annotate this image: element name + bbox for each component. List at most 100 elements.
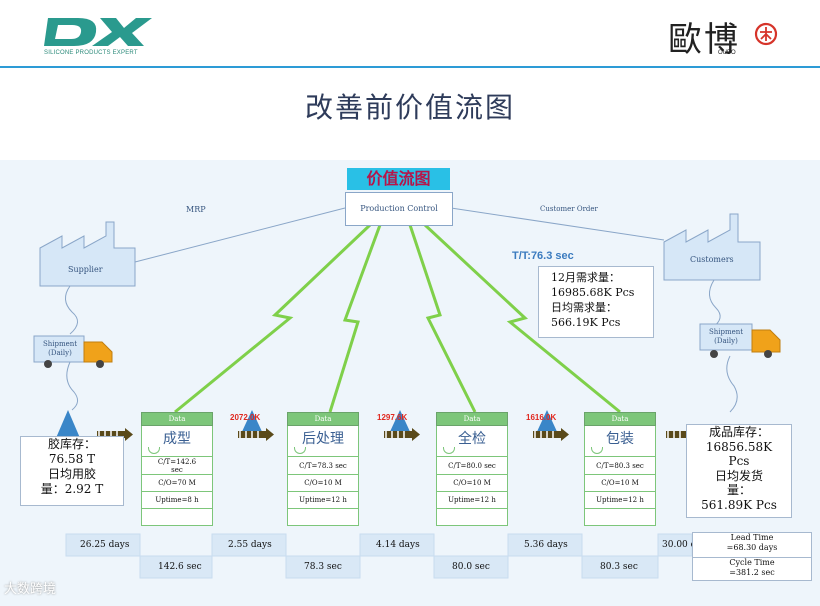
watermark-text: 大数跨境	[4, 582, 57, 597]
mrp-label: MRP	[186, 205, 206, 214]
supplier-label: Supplier	[68, 265, 103, 274]
lead-time-box: Lead Time =68.30 days	[692, 532, 812, 558]
timeline-secs: 80.3 sec	[600, 562, 638, 572]
page-title: 改善前价值流图	[304, 91, 515, 124]
mrp-line	[134, 207, 346, 263]
timeline-days: 4.14 days	[376, 540, 420, 550]
process-name: 后处理	[287, 426, 359, 457]
demand-line: 16985.68K Pcs	[551, 286, 635, 299]
fg-stock-line: 561.89K Pcs	[701, 497, 777, 512]
process-data-table: C/T=80.0 sec C/O=10 M Uptime=12 h	[436, 457, 508, 526]
oubo-logo-text: 歐博	[668, 20, 740, 60]
inventory-triangle-2	[388, 410, 412, 436]
timeline-ladder	[65, 533, 693, 579]
process-name: 包装	[584, 426, 656, 457]
left-shipment-label: Shipment (Daily)	[42, 340, 78, 357]
fg-stock-line: Pcs	[728, 454, 750, 469]
timeline-days: 26.25 days	[80, 540, 130, 550]
raw-stock-line: 日均用胶	[47, 467, 96, 481]
raw-stock-line: 胶库存：	[47, 437, 96, 451]
supplier-factory-icon	[39, 221, 136, 287]
process-changeover: C/O=10 M	[437, 475, 507, 492]
right-shipment-label: Shipment (Daily)	[708, 328, 744, 345]
oubo-seal-icon	[754, 22, 778, 46]
process-blank-row	[585, 509, 655, 525]
left-truck-wheel	[96, 360, 104, 368]
process-uptime: Uptime=12 h	[437, 492, 507, 509]
process-cycle-time: C/T=142.6 sec	[142, 457, 212, 475]
process-uptime: Uptime=12 h	[585, 492, 655, 509]
shipment-inventory-link	[66, 361, 78, 411]
production-control-box: Production Control	[345, 192, 453, 226]
fg-stock-line: 量：	[726, 483, 751, 498]
process-cycle-time: C/T=78.3 sec	[288, 457, 358, 475]
supplier-shipment-link	[65, 285, 78, 335]
right-truck-body	[699, 323, 753, 351]
customer-order-line	[450, 207, 665, 241]
operator-icon	[591, 447, 603, 454]
left-truck-cab	[83, 341, 113, 363]
inventory-triangle-3	[535, 410, 559, 436]
push-arrow-1	[174, 223, 372, 414]
fg-stock-line: 日均发货	[714, 468, 763, 483]
process-name-text: 成型	[163, 431, 191, 447]
inventory-value-2: 1297.6K	[377, 413, 408, 422]
process-cycle-time: C/T=80.3 sec	[585, 457, 655, 475]
process-blank-row	[437, 509, 507, 525]
process-data-header: Data	[141, 412, 213, 426]
operator-icon	[443, 447, 455, 454]
push-striped-arrows	[97, 428, 698, 441]
oubo-logo: 歐博 OUBO	[660, 10, 810, 60]
process-data-header: Data	[287, 412, 359, 426]
process-box-molding: Data 成型 C/T=142.6 sec C/O=70 M Uptime=8 …	[141, 412, 213, 526]
process-blank-row	[142, 509, 212, 525]
timeline-days: 30.00 days	[662, 540, 712, 550]
process-blank-row	[288, 509, 358, 525]
process-data-table: C/T=142.6 sec C/O=70 M Uptime=8 h	[141, 457, 213, 526]
process-uptime: Uptime=8 h	[142, 492, 212, 509]
timeline-secs: 80.0 sec	[452, 562, 490, 572]
operator-icon	[294, 447, 306, 454]
process-changeover: C/O=70 M	[142, 475, 212, 492]
process-changeover: C/O=10 M	[288, 475, 358, 492]
timeline-secs: 78.3 sec	[304, 562, 342, 572]
cycle-time-box: Cycle Time =381.2 sec	[692, 557, 812, 581]
process-data-header: Data	[584, 412, 656, 426]
fg-stock-line: 16856.58K	[705, 439, 773, 454]
left-truck-wheel	[44, 360, 52, 368]
shipment-fg-link	[726, 355, 738, 413]
dx-logo-subtitle: SILICONE PRODUCTS EXPERT	[44, 50, 138, 56]
process-name: 成型	[141, 426, 213, 457]
operator-icon	[148, 447, 160, 454]
process-name-text: 全检	[458, 431, 486, 447]
process-uptime: Uptime=12 h	[288, 492, 358, 509]
timeline-secs: 142.6 sec	[158, 562, 202, 572]
process-name: 全检	[436, 426, 508, 457]
header-divider	[0, 66, 820, 68]
inventory-value-1: 2072.0K	[230, 413, 261, 422]
raw-stock-line: 量：2.92 T	[40, 482, 104, 496]
process-data-table: C/T=80.3 sec C/O=10 M Uptime=12 h	[584, 457, 656, 526]
process-data-header: Data	[436, 412, 508, 426]
inventory-triangle-1	[240, 410, 264, 436]
demand-box: 12月需求量： 16985.68K Pcs 日均需求量： 566.19K Pcs	[538, 266, 654, 338]
timeline-days: 2.55 days	[228, 540, 272, 550]
demand-line: 12月需求量：	[551, 271, 620, 284]
right-truck-cab	[751, 329, 781, 353]
raw-stock-line: 76.58 T	[48, 452, 96, 466]
push-arrow-2	[328, 224, 382, 413]
dx-logo: DX	[44, 14, 152, 46]
customer-order-label: Customer Order	[540, 205, 598, 213]
watermark: 大数跨境	[4, 578, 56, 597]
right-truck-wheel	[764, 350, 772, 358]
oubo-logo-sub: OUBO	[718, 50, 736, 56]
process-box-packing: Data 包装 C/T=80.3 sec C/O=10 M Uptime=12 …	[584, 412, 656, 526]
push-arrow-3	[408, 224, 477, 413]
process-cycle-time: C/T=80.0 sec	[437, 457, 507, 475]
raw-inventory-triangle	[56, 410, 80, 438]
raw-stock-box: 胶库存： 76.58 T 日均用胶 量：2.92 T	[20, 436, 124, 506]
takt-time: T/T:76.3 sec	[512, 250, 574, 262]
fg-stock-line: 成品库存：	[708, 425, 769, 439]
demand-line: 566.19K Pcs	[551, 316, 621, 329]
process-name-text: 后处理	[302, 431, 344, 447]
